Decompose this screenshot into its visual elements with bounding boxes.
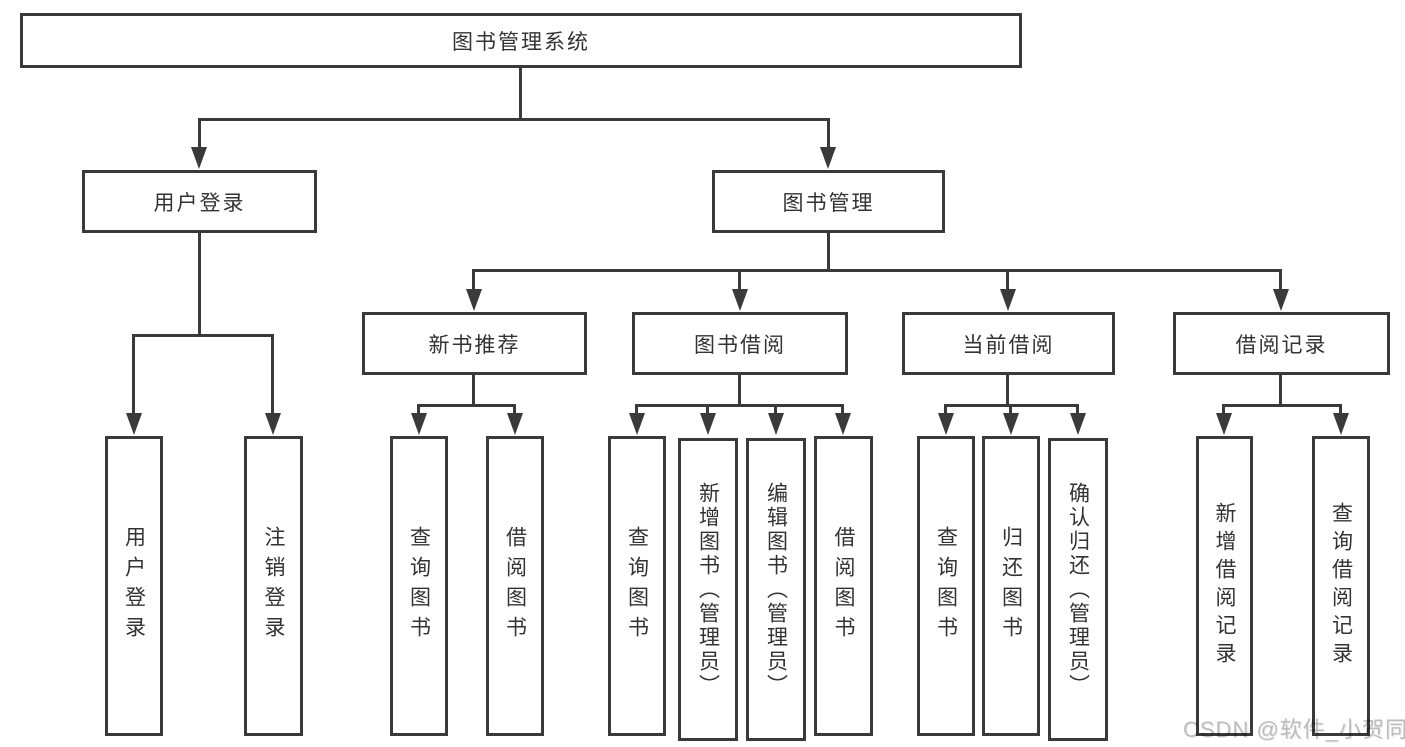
node-book-borrowing-label: 图书借阅 [694, 333, 786, 357]
leaf-recommend-borrow-books-label: 借阅图书 [503, 526, 527, 646]
connector-line [472, 269, 475, 292]
leaf-user-login: 用户登录 [105, 436, 163, 736]
leaf-records-add-record: 新增借阅记录 [1196, 436, 1253, 736]
arrow-down-icon [700, 413, 716, 435]
leaf-recommend-query-books-label: 查询图书 [407, 526, 431, 646]
node-current-borrowing-label: 当前借阅 [962, 333, 1055, 357]
leaf-borrow-edit-books-admin: 编辑图书（管理员） [746, 438, 806, 741]
node-book-management-label: 图书管理 [782, 191, 875, 215]
node-current-borrowing: 当前借阅 [902, 312, 1115, 375]
arrow-down-icon [265, 413, 281, 435]
connector-line [738, 269, 741, 292]
arrow-down-icon [835, 413, 851, 435]
node-borrowing-records: 借阅记录 [1173, 312, 1390, 375]
connector-line [472, 269, 1282, 272]
connector-line [1222, 404, 1342, 407]
leaf-borrow-borrow-books-label: 借阅图书 [832, 526, 855, 646]
arrow-down-icon [507, 413, 523, 435]
leaf-borrow-query-books-label: 查询图书 [625, 526, 649, 646]
leaf-current-query-books-label: 查询图书 [934, 526, 958, 646]
leaf-records-query-record-label: 查询借阅记录 [1329, 502, 1353, 670]
node-book-borrowing: 图书借阅 [632, 312, 848, 375]
node-root-label: 图书管理系统 [452, 30, 590, 54]
node-new-book-recommendation: 新书推荐 [362, 312, 587, 375]
connector-line [635, 404, 638, 416]
leaf-current-query-books: 查询图书 [917, 436, 975, 736]
connector-line [1222, 404, 1225, 416]
connector-line [1339, 404, 1342, 416]
arrow-down-icon [820, 147, 836, 169]
connector-line [132, 334, 135, 416]
watermark: CSDN @软件_小贺同学 [1183, 717, 1405, 742]
node-user-login-label: 用户登录 [153, 191, 246, 215]
connector-line [519, 68, 522, 120]
connector-line [738, 374, 741, 407]
node-book-management: 图书管理 [712, 170, 945, 233]
leaf-borrow-query-books: 查询图书 [608, 436, 666, 736]
arrow-down-icon [938, 413, 954, 435]
connector-line [1006, 374, 1009, 407]
connector-line [472, 374, 475, 407]
arrow-down-icon [1273, 289, 1289, 311]
connector-line [513, 404, 516, 416]
leaf-records-query-record: 查询借阅记录 [1312, 436, 1370, 736]
leaf-current-confirm-return-admin-label: 确认归还（管理员） [1066, 481, 1090, 698]
connector-line [706, 404, 709, 416]
arrow-down-icon [629, 413, 645, 435]
node-root: 图书管理系统 [20, 13, 1022, 68]
leaf-borrow-add-books-admin-label: 新增图书（管理员） [696, 481, 720, 698]
node-user-login: 用户登录 [82, 170, 317, 233]
connector-line [1279, 269, 1282, 292]
arrow-down-icon [1070, 413, 1086, 435]
node-new-book-recommendation-label: 新书推荐 [428, 333, 521, 357]
connector-line [1006, 269, 1009, 292]
connector-line [944, 404, 947, 416]
arrow-down-icon [466, 289, 482, 311]
leaf-recommend-borrow-books: 借阅图书 [486, 436, 544, 736]
connector-line [417, 404, 516, 407]
arrow-down-icon [1003, 413, 1019, 435]
leaf-current-return-books-label: 归还图书 [999, 526, 1023, 646]
arrow-down-icon [191, 147, 207, 169]
leaf-records-add-record-label: 新增借阅记录 [1213, 502, 1236, 670]
arrow-down-icon [732, 289, 748, 311]
leaf-current-confirm-return-admin: 确认归还（管理员） [1048, 438, 1108, 741]
leaf-user-login-label: 用户登录 [122, 526, 146, 646]
connector-line [1009, 404, 1012, 416]
node-borrowing-records-label: 借阅记录 [1235, 333, 1328, 357]
leaf-logout-label: 注销登录 [262, 526, 285, 646]
connector-line [1076, 404, 1079, 416]
connector-line [827, 118, 830, 151]
leaf-current-return-books: 归还图书 [982, 436, 1040, 736]
arrow-down-icon [768, 413, 784, 435]
leaf-borrow-borrow-books: 借阅图书 [814, 436, 873, 736]
leaf-logout: 注销登录 [244, 436, 303, 736]
arrow-down-icon [411, 413, 427, 435]
connector-line [774, 404, 777, 416]
connector-line [841, 404, 844, 416]
arrow-down-icon [126, 413, 142, 435]
leaf-recommend-query-books: 查询图书 [390, 436, 448, 736]
arrow-down-icon [1000, 289, 1016, 311]
connector-line [417, 404, 420, 416]
leaf-borrow-edit-books-admin-label: 编辑图书（管理员） [764, 481, 788, 698]
arrow-down-icon [1333, 413, 1349, 435]
connector-line [1279, 374, 1282, 407]
arrow-down-icon [1216, 413, 1232, 435]
connector-line [635, 404, 844, 407]
connector-line [827, 233, 830, 272]
connector-line [271, 334, 274, 416]
connector-line [198, 118, 201, 151]
connector-line [198, 118, 830, 121]
connector-line [198, 233, 201, 336]
connector-line [132, 334, 274, 337]
leaf-borrow-add-books-admin: 新增图书（管理员） [678, 438, 738, 741]
